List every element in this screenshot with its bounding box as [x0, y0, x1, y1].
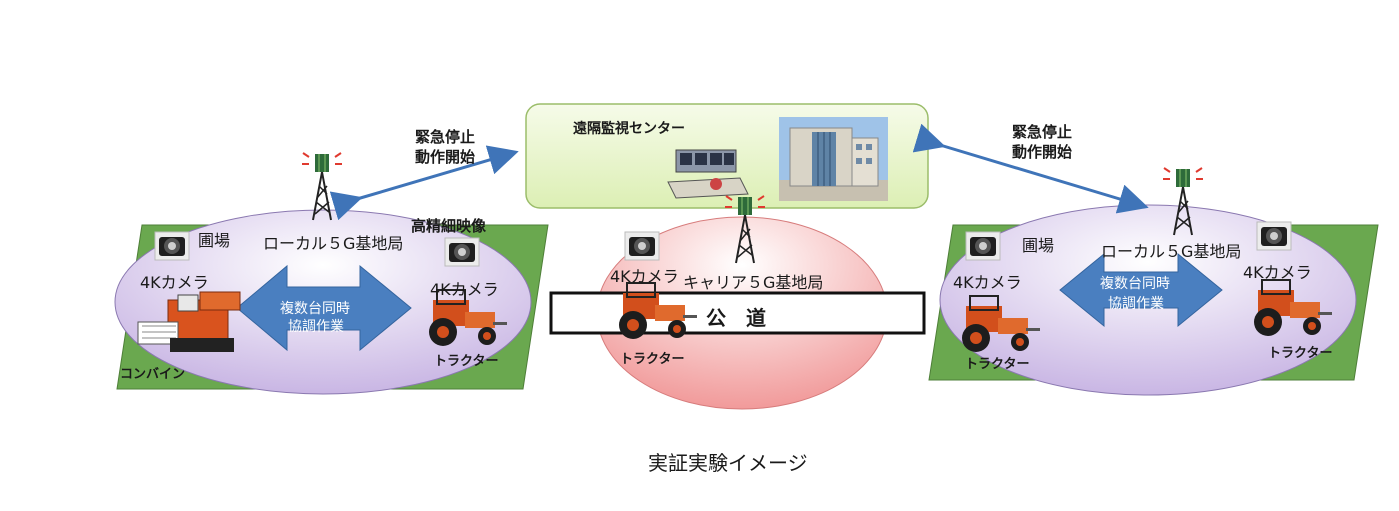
- right-coop-line2: 協調作業: [1108, 296, 1164, 312]
- left-camera-1-label: 4Kカメラ: [140, 273, 209, 292]
- left-coop-line2: 協調作業: [288, 319, 344, 335]
- right-signal-line2: 動作開始: [1012, 143, 1073, 161]
- remote-center-title: 遠隔監視センター: [573, 121, 685, 137]
- right-camera-1-label: 4Kカメラ: [953, 273, 1022, 292]
- right-camera-2-label: 4Kカメラ: [1243, 263, 1312, 282]
- left-station-label: ローカル５G基地局: [263, 234, 404, 253]
- hd-video-label: 高精細映像: [411, 217, 487, 235]
- right-tractor-1-label: トラクター: [965, 357, 1030, 372]
- operator-desk-illustration: [667, 149, 749, 199]
- right-signal-line1: 緊急停止: [1012, 123, 1073, 141]
- public-road-label: 公 道: [706, 306, 766, 330]
- left-signal-line2: 動作開始: [415, 148, 476, 166]
- right-station-label: ローカル５G基地局: [1101, 242, 1242, 261]
- left-signal-arrow: [329, 145, 519, 221]
- combine-harvester-illustration: [137, 291, 241, 352]
- carrier-station-label: キャリア５G基地局: [683, 273, 824, 292]
- left-camera-2-icon: [444, 237, 480, 267]
- left-tractor-label: トラクター: [434, 354, 499, 369]
- left-camera-1-icon: [154, 231, 190, 261]
- left-coop-line1: 複数台同時: [280, 301, 350, 317]
- road-camera-icon: [624, 231, 660, 261]
- left-field-label: 圃場: [198, 231, 231, 250]
- left-coop-arrow: [236, 264, 412, 352]
- right-camera-2-icon: [1256, 221, 1292, 251]
- right-coop-arrow: [1059, 252, 1223, 328]
- right-tractor-2-label: トラクター: [1268, 346, 1333, 361]
- right-field-label: 圃場: [1022, 236, 1055, 255]
- left-signal-line1: 緊急停止: [415, 128, 476, 146]
- road-camera-label: 4Kカメラ: [610, 267, 679, 286]
- right-coop-line1: 複数台同時: [1100, 276, 1170, 292]
- right-signal-arrow: [912, 123, 1149, 214]
- left-camera-2-label: 4Kカメラ: [430, 280, 499, 299]
- figure-caption: 実証実験イメージ: [648, 451, 808, 475]
- public-road-box: [549, 291, 926, 335]
- right-camera-1-icon: [965, 231, 1001, 261]
- building-photo: [779, 117, 888, 201]
- combine-label: コンバイン: [120, 367, 186, 382]
- road-tractor-label: トラクター: [620, 352, 685, 367]
